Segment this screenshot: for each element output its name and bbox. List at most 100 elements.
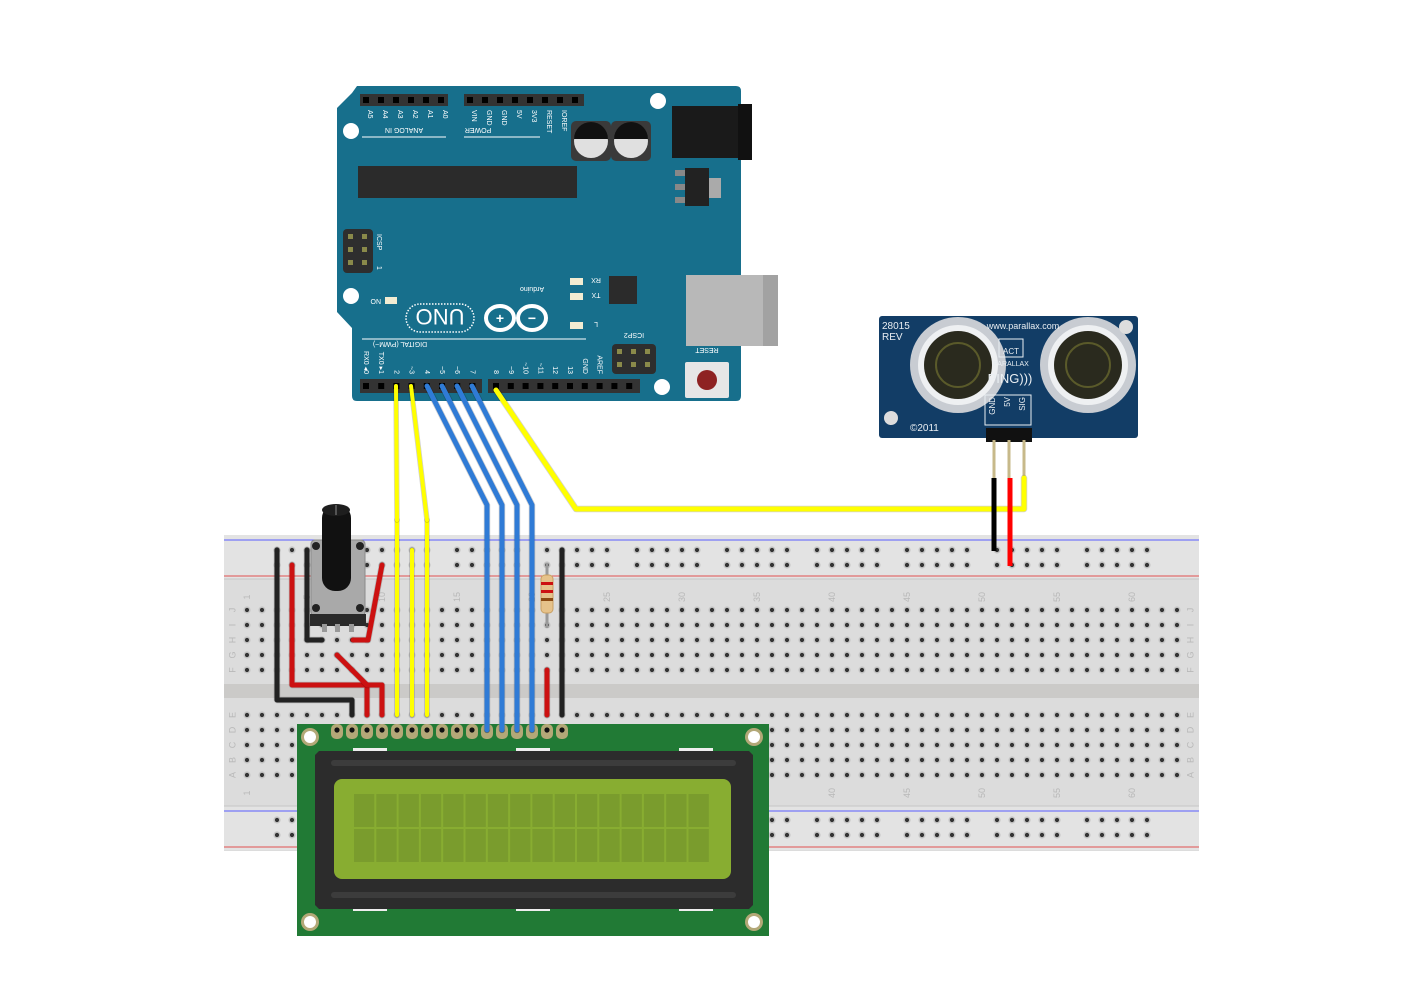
breadboard-hole[interactable] [964, 712, 970, 718]
breadboard-hole[interactable] [919, 742, 925, 748]
breadboard-hole[interactable] [649, 652, 655, 658]
breadboard-hole[interactable] [829, 637, 835, 643]
power-pin[interactable] [467, 97, 473, 103]
breadboard-hole[interactable] [874, 712, 880, 718]
breadboard-hole[interactable] [274, 712, 280, 718]
breadboard-hole[interactable] [814, 727, 820, 733]
breadboard-hole[interactable] [1144, 637, 1150, 643]
lcd-pin[interactable] [439, 727, 445, 733]
lcd-16x2[interactable] [297, 724, 769, 936]
breadboard-hole[interactable] [724, 622, 730, 628]
breadboard-hole[interactable] [379, 607, 385, 613]
breadboard-hole[interactable] [814, 757, 820, 763]
breadboard-hole[interactable] [1084, 832, 1090, 838]
breadboard-hole[interactable] [1144, 712, 1150, 718]
breadboard-hole[interactable] [1144, 832, 1150, 838]
breadboard-hole[interactable] [784, 712, 790, 718]
breadboard-hole[interactable] [454, 667, 460, 673]
breadboard-hole[interactable] [1129, 817, 1135, 823]
breadboard-hole[interactable] [814, 712, 820, 718]
breadboard-hole[interactable] [1114, 652, 1120, 658]
breadboard-hole[interactable] [1129, 727, 1135, 733]
breadboard-hole[interactable] [694, 712, 700, 718]
breadboard-hole[interactable] [544, 547, 550, 553]
icsp-header[interactable] [343, 229, 373, 273]
breadboard-hole[interactable] [904, 562, 910, 568]
digital-pin[interactable] [378, 383, 385, 389]
breadboard-hole[interactable] [574, 637, 580, 643]
breadboard-hole[interactable] [904, 712, 910, 718]
breadboard-hole[interactable] [634, 637, 640, 643]
breadboard-hole[interactable] [889, 622, 895, 628]
breadboard-hole[interactable] [664, 562, 670, 568]
breadboard-hole[interactable] [739, 712, 745, 718]
breadboard-hole[interactable] [694, 607, 700, 613]
breadboard-hole[interactable] [799, 712, 805, 718]
breadboard-hole[interactable] [289, 832, 295, 838]
breadboard-hole[interactable] [1024, 622, 1030, 628]
breadboard-hole[interactable] [289, 772, 295, 778]
breadboard-hole[interactable] [919, 652, 925, 658]
breadboard-hole[interactable] [919, 562, 925, 568]
breadboard-hole[interactable] [1129, 832, 1135, 838]
breadboard-hole[interactable] [934, 607, 940, 613]
breadboard-hole[interactable] [829, 652, 835, 658]
breadboard-hole[interactable] [439, 637, 445, 643]
breadboard-hole[interactable] [1114, 817, 1120, 823]
breadboard-hole[interactable] [1039, 652, 1045, 658]
breadboard-hole[interactable] [904, 727, 910, 733]
breadboard-hole[interactable] [994, 712, 1000, 718]
breadboard-hole[interactable] [1069, 652, 1075, 658]
breadboard-hole[interactable] [874, 727, 880, 733]
breadboard-hole[interactable] [544, 652, 550, 658]
breadboard-hole[interactable] [844, 712, 850, 718]
breadboard-hole[interactable] [1144, 547, 1150, 553]
breadboard-hole[interactable] [844, 607, 850, 613]
breadboard-hole[interactable] [874, 637, 880, 643]
ping-ultrasonic-sensor[interactable]: 28015REVwww.parallax.comACTPARALLAXPING)… [879, 316, 1138, 478]
breadboard-hole[interactable] [1114, 562, 1120, 568]
breadboard-hole[interactable] [259, 757, 265, 763]
breadboard-hole[interactable] [1009, 727, 1015, 733]
breadboard-hole[interactable] [844, 772, 850, 778]
breadboard-hole[interactable] [934, 832, 940, 838]
breadboard-hole[interactable] [949, 742, 955, 748]
breadboard-hole[interactable] [289, 757, 295, 763]
breadboard-hole[interactable] [619, 712, 625, 718]
breadboard-hole[interactable] [844, 742, 850, 748]
breadboard-hole[interactable] [949, 637, 955, 643]
breadboard-hole[interactable] [709, 652, 715, 658]
breadboard-hole[interactable] [844, 817, 850, 823]
digital-pin[interactable] [493, 383, 499, 389]
power-pin[interactable] [572, 97, 578, 103]
breadboard-hole[interactable] [799, 607, 805, 613]
digital-pin[interactable] [581, 383, 588, 389]
breadboard-hole[interactable] [364, 547, 370, 553]
breadboard-hole[interactable] [994, 562, 1000, 568]
breadboard-hole[interactable] [859, 772, 865, 778]
breadboard-hole[interactable] [934, 772, 940, 778]
breadboard-hole[interactable] [1009, 772, 1015, 778]
breadboard-hole[interactable] [574, 547, 580, 553]
breadboard-hole[interactable] [694, 637, 700, 643]
breadboard-hole[interactable] [1159, 667, 1165, 673]
breadboard-hole[interactable] [784, 562, 790, 568]
breadboard-hole[interactable] [994, 772, 1000, 778]
wire-arduino-pin3-yellow[interactable] [409, 384, 429, 522]
breadboard-hole[interactable] [244, 727, 250, 733]
breadboard-hole[interactable] [649, 712, 655, 718]
analog-pin-a0[interactable] [438, 97, 444, 103]
breadboard-hole[interactable] [1069, 757, 1075, 763]
breadboard-hole[interactable] [889, 757, 895, 763]
breadboard-hole[interactable] [769, 667, 775, 673]
breadboard-hole[interactable] [1114, 622, 1120, 628]
breadboard-hole[interactable] [1144, 742, 1150, 748]
breadboard-hole[interactable] [589, 547, 595, 553]
breadboard-hole[interactable] [1129, 652, 1135, 658]
breadboard-hole[interactable] [1054, 832, 1060, 838]
breadboard-hole[interactable] [964, 607, 970, 613]
breadboard-hole[interactable] [889, 637, 895, 643]
breadboard-hole[interactable] [634, 652, 640, 658]
breadboard-hole[interactable] [769, 817, 775, 823]
